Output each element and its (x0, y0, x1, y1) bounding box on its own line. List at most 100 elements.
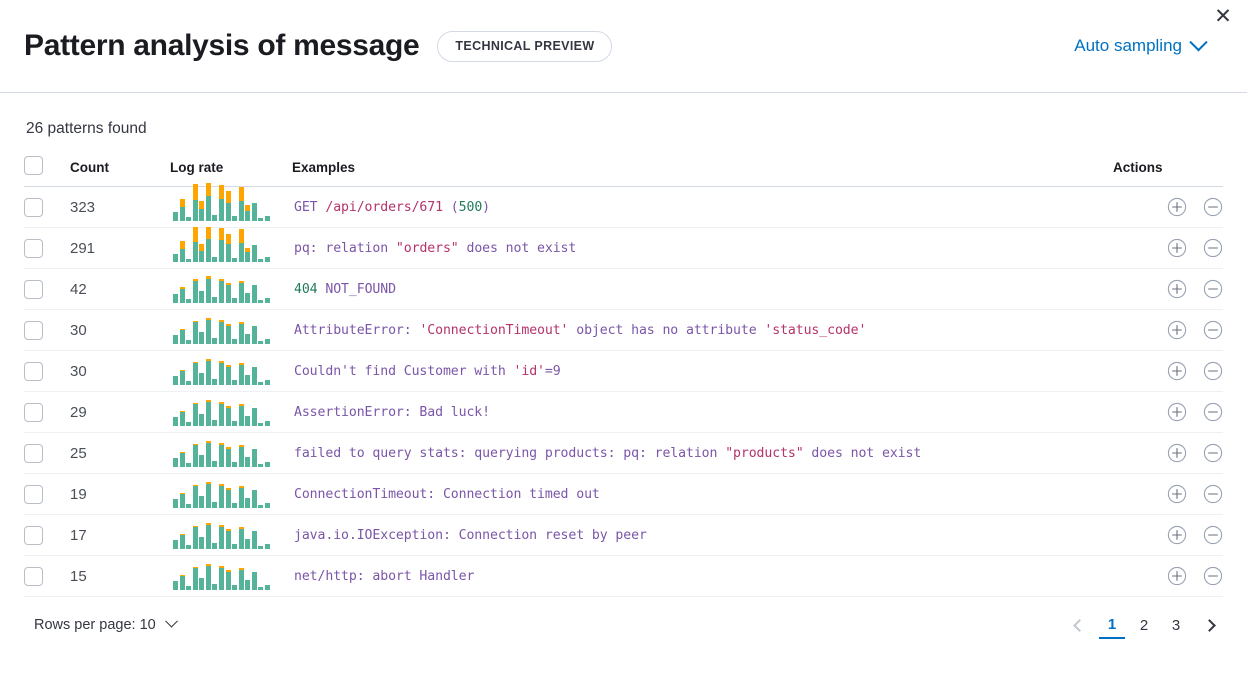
filter-out-value-icon[interactable] (1203, 361, 1223, 381)
row-checkbox[interactable] (24, 361, 43, 381)
example-cell: 404 NOT_FOUND (292, 268, 1113, 310)
filter-for-value-icon[interactable] (1167, 443, 1187, 463)
filter-out-value-icon[interactable] (1203, 238, 1223, 258)
filter-for-value-icon[interactable] (1167, 320, 1187, 340)
pattern-example: 404 NOT_FOUND (292, 282, 1113, 297)
sparkline-bar (192, 566, 198, 590)
sparkline-bar-teal (199, 250, 205, 262)
sparkline-bar (199, 537, 205, 549)
filter-for-value-icon[interactable] (1167, 197, 1187, 217)
row-select-cell (24, 514, 70, 556)
filter-out-value-icon[interactable] (1203, 320, 1223, 340)
sparkline-bar-orange (238, 186, 244, 201)
chevron-down-icon (164, 614, 178, 628)
filter-for-value-icon[interactable] (1167, 525, 1187, 545)
filter-out-value-icon[interactable] (1203, 279, 1223, 299)
sparkline-bar (205, 564, 211, 590)
sparkline-bar-teal (218, 280, 224, 303)
page-button-1[interactable]: 1 (1099, 611, 1125, 639)
sparkline-bar-orange (225, 447, 231, 449)
sparkline-bar-orange (218, 443, 224, 445)
filter-for-value-icon[interactable] (1167, 484, 1187, 504)
sparkline-bar (245, 579, 251, 590)
sparkline-bar (212, 338, 218, 344)
row-checkbox[interactable] (24, 566, 43, 586)
filter-out-value-icon[interactable] (1203, 484, 1223, 504)
row-checkbox[interactable] (24, 525, 43, 545)
sparkline-bar-teal (173, 458, 179, 467)
sparkline-bar-orange (179, 198, 185, 208)
filter-for-value-icon[interactable] (1167, 402, 1187, 422)
sparkline-bar-orange (179, 492, 185, 495)
row-select-cell (24, 350, 70, 392)
table-header: Count Log rate Examples Actions (24, 156, 1223, 187)
filter-out-value-icon[interactable] (1203, 443, 1223, 463)
sparkline-bar-teal (186, 340, 192, 344)
sparkline-bar-teal (179, 249, 185, 262)
sparkline-bar (173, 417, 179, 426)
sparkline-bar-orange (225, 234, 231, 245)
sparkline-bar-teal (205, 525, 211, 549)
row-checkbox[interactable] (24, 279, 43, 299)
filter-out-value-icon[interactable] (1203, 566, 1223, 586)
select-all-checkbox[interactable] (24, 156, 43, 175)
sparkline-bar-teal (238, 406, 244, 426)
sparkline-bar-teal (205, 361, 211, 385)
next-page-button[interactable] (1195, 611, 1223, 639)
pattern-example: ConnectionTimeout: Connection timed out (292, 487, 1113, 502)
log-rate-sparkline (170, 275, 270, 303)
sparkline-bar-teal (258, 586, 264, 590)
log-rate-cell (170, 391, 292, 433)
sparkline-bar (245, 205, 251, 221)
sparkline-bar (205, 400, 211, 426)
sparkline-bar-orange (225, 488, 231, 490)
filter-for-value-icon[interactable] (1167, 566, 1187, 586)
sparkline-bar (173, 212, 179, 221)
filter-out-value-icon[interactable] (1203, 197, 1223, 217)
pattern-count: 30 (70, 309, 170, 351)
sparkline-bar (258, 586, 264, 590)
sparkline-bar (245, 456, 251, 467)
sparkline-bar-orange (218, 402, 224, 404)
row-select-cell (24, 268, 70, 310)
row-checkbox[interactable] (24, 197, 43, 217)
sparkline-bar-orange (218, 227, 224, 241)
sparkline-bar-teal (264, 216, 270, 221)
row-checkbox[interactable] (24, 484, 43, 504)
row-checkbox[interactable] (24, 402, 43, 422)
example-cell: AttributeError: 'ConnectionTimeout' obje… (292, 309, 1113, 351)
sparkline-bar (225, 190, 231, 221)
page-button-2[interactable]: 2 (1131, 611, 1157, 639)
page-button-3[interactable]: 3 (1163, 611, 1189, 639)
rows-per-page-selector[interactable]: Rows per page: 10 (34, 614, 178, 633)
sparkline-bar-teal (218, 321, 224, 344)
patterns-found-label: 26 patterns found (26, 120, 147, 137)
sparkline-bar (199, 455, 205, 467)
sparkline-bar (205, 183, 211, 221)
filter-out-value-icon[interactable] (1203, 525, 1223, 545)
row-checkbox[interactable] (24, 443, 43, 463)
sparkline-bar (173, 376, 179, 385)
auto-sampling-button[interactable]: Auto sampling (1074, 32, 1223, 56)
row-checkbox[interactable] (24, 320, 43, 340)
actions-cell (1113, 432, 1223, 474)
filter-out-value-icon[interactable] (1203, 402, 1223, 422)
sparkline-bar-teal (199, 291, 205, 303)
sparkline-bar-teal (192, 404, 198, 426)
column-header-actions: Actions (1113, 156, 1223, 187)
filter-for-value-icon[interactable] (1167, 361, 1187, 381)
example-token: does not exist (803, 445, 922, 461)
previous-page-button[interactable] (1065, 611, 1093, 639)
row-checkbox[interactable] (24, 238, 43, 258)
filter-for-value-icon[interactable] (1167, 238, 1187, 258)
sparkline-bar-teal (264, 257, 270, 262)
pattern-example: pq: relation "orders" does not exist (292, 241, 1113, 256)
filter-for-value-icon[interactable] (1167, 279, 1187, 299)
pattern-count: 291 (70, 227, 170, 269)
sparkline-bar (258, 340, 264, 344)
sparkline-bar (258, 463, 264, 467)
close-icon[interactable]: ✕ (1214, 4, 1232, 28)
panel-header: Pattern analysis of message TECHNICAL PR… (0, 0, 1247, 93)
sparkline-bar-teal (173, 212, 179, 221)
sparkline-bar-teal (199, 414, 205, 426)
